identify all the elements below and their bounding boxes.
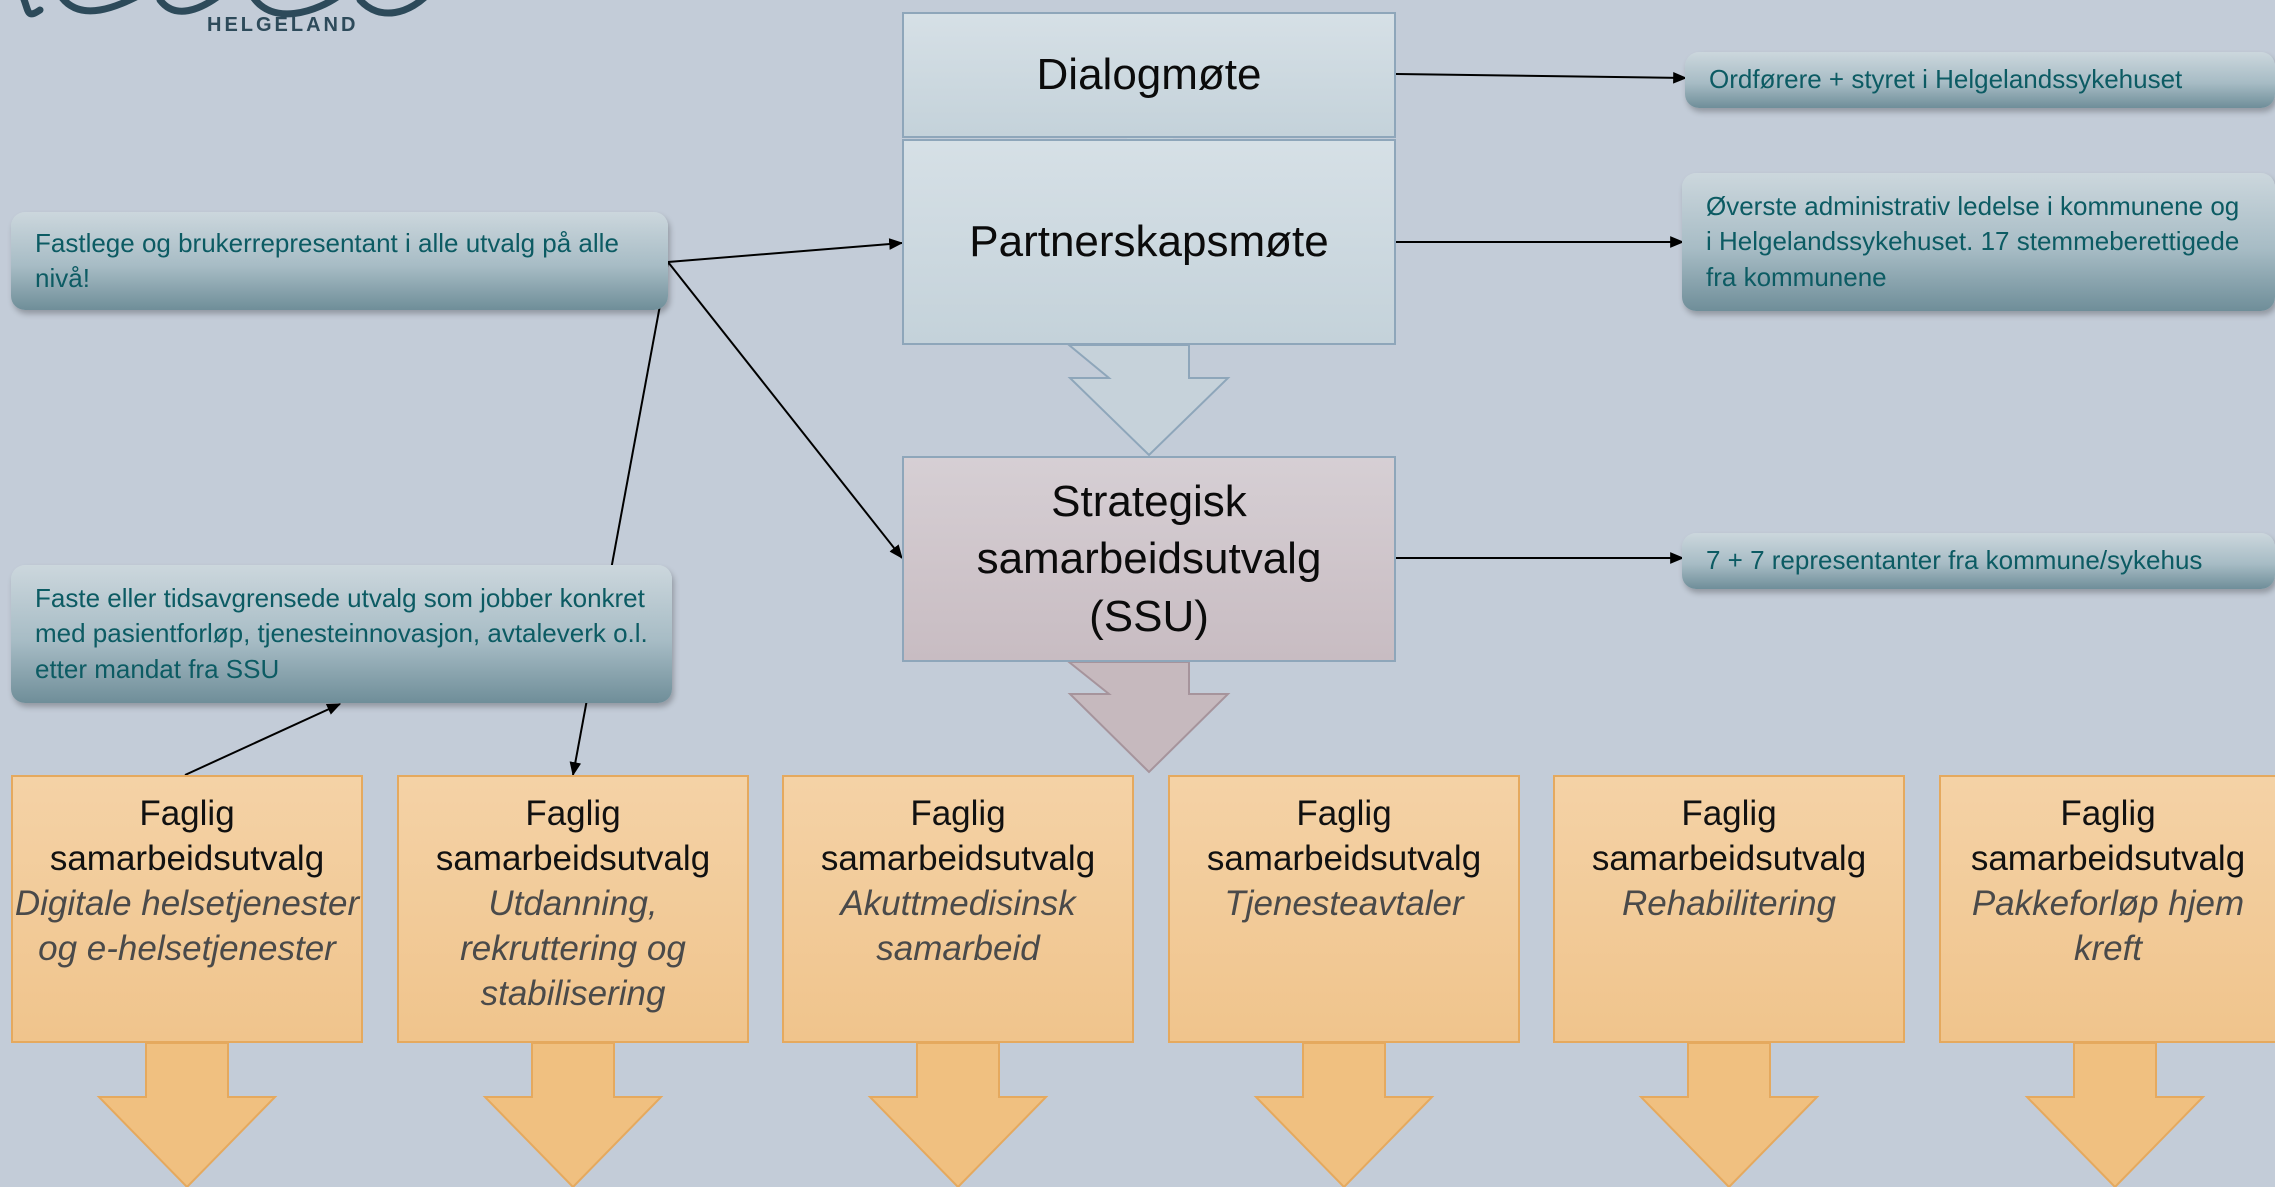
note-representanter-text: 7 + 7 representanter fra kommune/sykehus [1706,545,2203,576]
partnerskapsmote-box: Partnerskapsmøte [902,139,1396,345]
note-faste-text: Faste eller tidsavgrensede utvalg som jo… [35,582,648,684]
logo-script-mark [20,0,427,18]
partner-to-ssu-arrow [1066,344,1231,457]
faglig-box-utdanning: Faglig samarbeidsutvalg Utdanning, rekru… [397,775,749,1043]
faglig-title: Faglig samarbeidsutvalg [435,794,711,878]
faglig-title: Faglig samarbeidsutvalg [1591,794,1867,878]
faglig-down-arrow [2024,1042,2206,1187]
faglig-topic: Tjenesteavtaler [1224,884,1464,923]
logo: HELGELAND [0,0,440,44]
dialog-to-ordforere-line [1395,71,1688,84]
faglig-down-arrow [1638,1042,1820,1187]
faglig-topic: Pakkeforløp hjem kreft [1971,884,2245,968]
note-fastlege: Fastlege og brukerrepresentant i alle ut… [11,212,668,310]
faglig-topic: Rehabilitering [1621,884,1837,923]
faglig-down-arrow [482,1042,664,1187]
faglig-box-tjenesteavtaler: Faglig samarbeidsutvalg Tjenesteavtaler [1168,775,1520,1043]
faglig-title: Faglig samarbeidsutvalg [49,794,325,878]
ssu-to-faglig-arrow [1066,661,1231,774]
faglig-title: Faglig samarbeidsutvalg [1970,794,2246,878]
faglig-box-akuttmedisinsk: Faglig samarbeidsutvalg Akuttmedisinsk s… [782,775,1134,1043]
faglig-down-arrow [1253,1042,1435,1187]
ssu-box: Strategisk samarbeidsutvalg (SSU) [902,456,1396,662]
faglig1-to-faste-line [184,703,342,776]
logo-subtitle: HELGELAND [207,14,359,36]
faglig-box-pakkeforlop: Faglig samarbeidsutvalg Pakkeforløp hjem… [1939,775,2275,1043]
faglig-title: Faglig samarbeidsutvalg [1206,794,1482,878]
note-overste-ledelse: Øverste administrativ ledelse i kommunen… [1682,173,2275,311]
fastlege-to-partner-line [667,238,904,263]
note-overste-text: Øverste administrativ ledelse i kommunen… [1706,190,2240,292]
faglig-topic: Utdanning, rekruttering og stabilisering [460,884,686,1013]
faglig-down-arrow [96,1042,278,1187]
faglig-title: Faglig samarbeidsutvalg [820,794,1096,878]
note-faste-utvalg: Faste eller tidsavgrensede utvalg som jo… [11,565,672,703]
note-representanter: 7 + 7 representanter fra kommune/sykehus [1682,533,2275,589]
note-ordforere-text: Ordførere + styret i Helgelandssykehuset [1709,64,2183,95]
faglig-topic: Digitale helsetjenester og e-helsetjenes… [14,884,360,968]
faglig-down-arrows [96,1042,2206,1187]
faglig-topic: Akuttmedisinsk samarbeid [840,884,1076,968]
fastlege-to-ssu-line [667,261,903,559]
faglig-box-digitale: Faglig samarbeidsutvalg Digitale helsetj… [11,775,363,1043]
faglig-box-rehabilitering: Faglig samarbeidsutvalg Rehabilitering [1553,775,1905,1043]
note-ordforere: Ordførere + styret i Helgelandssykehuset [1685,52,2275,108]
faglig-down-arrow [867,1042,1049,1187]
note-fastlege-text: Fastlege og brukerrepresentant i alle ut… [35,227,619,293]
dialogmote-box: Dialogmøte [902,12,1396,138]
